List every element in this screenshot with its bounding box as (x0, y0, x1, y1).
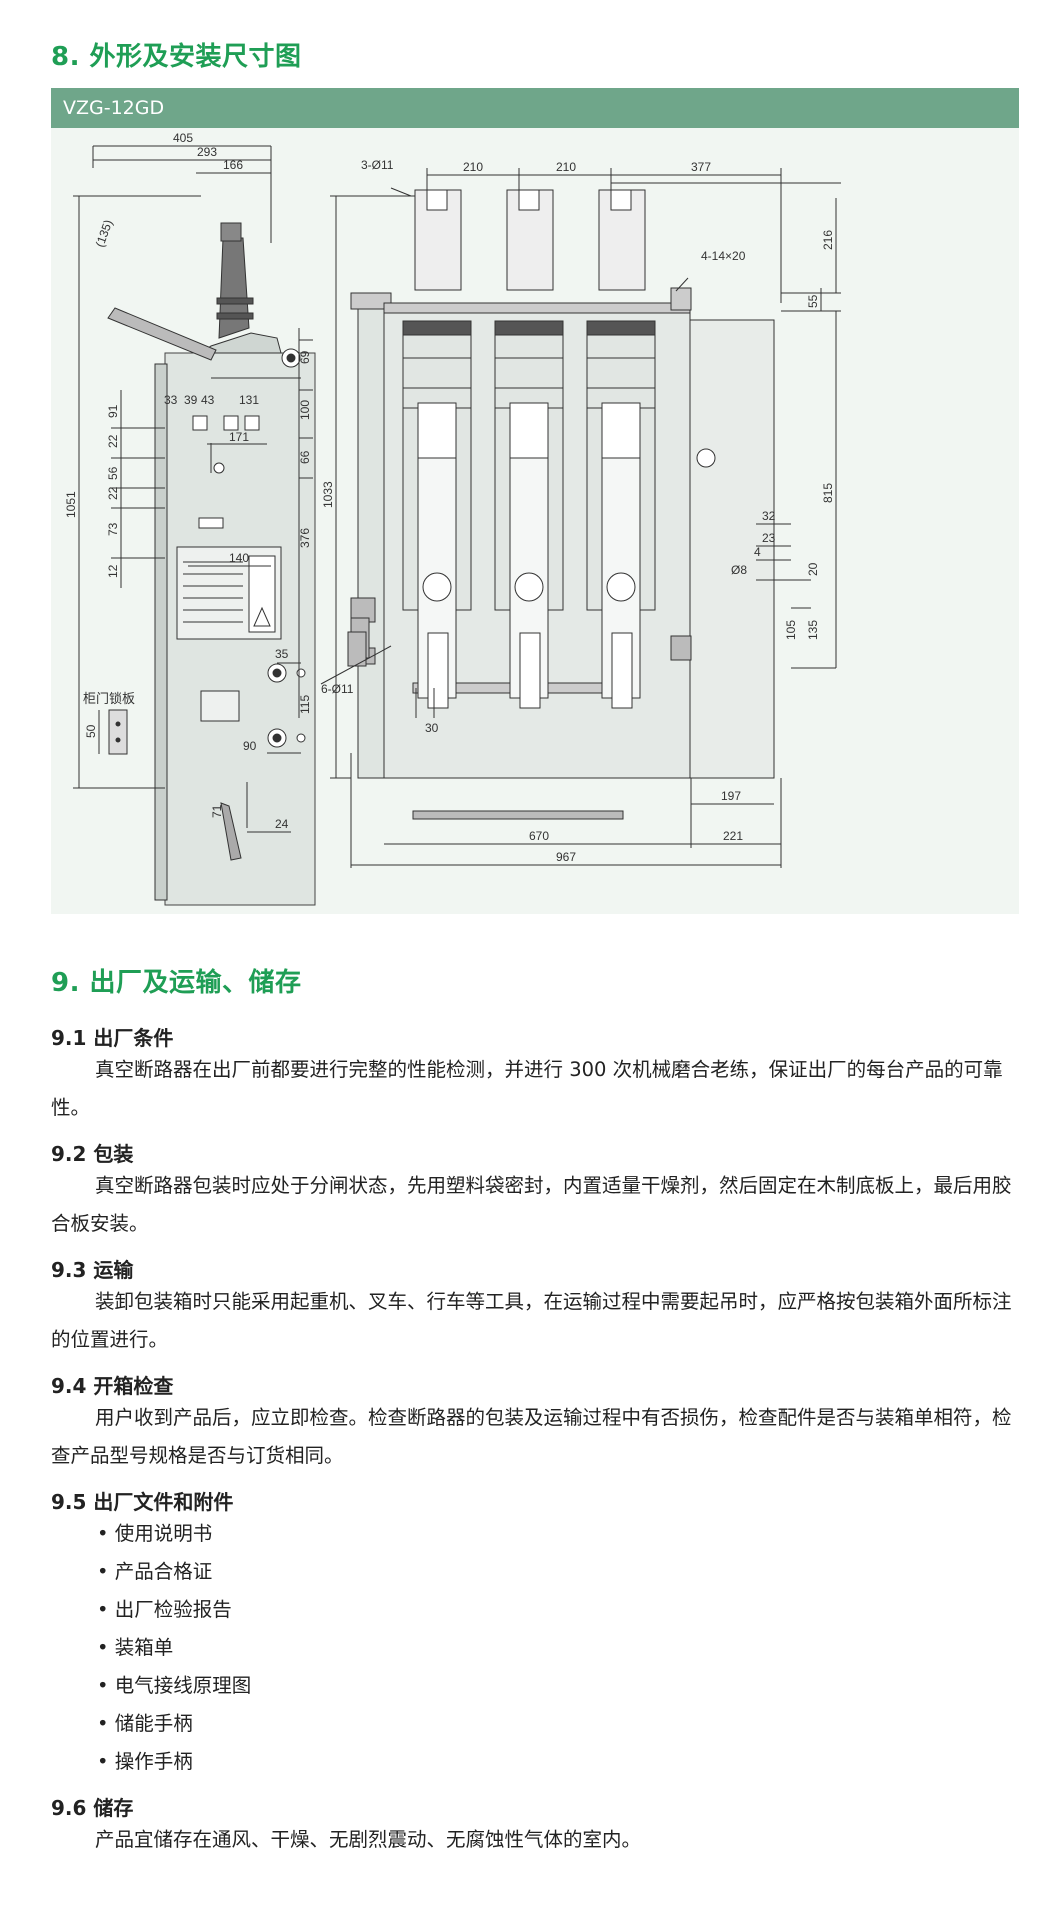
list-item: 装箱单 (97, 1629, 251, 1667)
dim-135: 135 (806, 620, 820, 640)
dim-131: 131 (239, 393, 259, 407)
dim-140: 140 (229, 551, 249, 565)
dim-30: 30 (425, 721, 439, 735)
list-item: 操作手柄 (97, 1743, 251, 1781)
text-9-4: 用户收到产品后，应立即检查。检查断路器的包装及运输过程中有否损伤，检查配件是否与… (51, 1406, 1012, 1467)
dim-69: 69 (298, 350, 312, 364)
dim-32: 32 (762, 509, 776, 523)
list-item: 产品合格证 (97, 1553, 251, 1591)
dim-20: 20 (806, 562, 820, 576)
list-item: 电气接线原理图 (97, 1667, 252, 1705)
dim-197: 197 (721, 789, 741, 803)
attachment-list: 使用说明书 产品合格证 出厂检验报告 装箱单 电气接线原理图 储能手柄 操作手柄 (97, 1515, 252, 1781)
dim-23: 23 (762, 531, 776, 545)
dim-221: 221 (723, 829, 743, 843)
text-9-3: 装卸包装箱时只能采用起重机、叉车、行车等工具，在运输过程中需要起吊时，应严格按包… (51, 1290, 1012, 1351)
dim-1051: 1051 (64, 491, 78, 518)
dim-22a: 22 (106, 434, 120, 448)
section-9-title: 9. 出厂及运输、储存 (51, 968, 302, 998)
dim-4: 4 (754, 545, 761, 559)
dim-3-holes: 3-Ø11 (361, 158, 394, 172)
door-lock-label: 柜门锁板 (83, 691, 135, 706)
dim-22b: 22 (106, 486, 120, 500)
dim-73: 73 (106, 522, 120, 536)
text-9-6: 产品宜储存在通风、干燥、无剧烈震动、无腐蚀性气体的室内。 (95, 1828, 642, 1851)
dim-39: 39 (184, 393, 198, 407)
dim-90: 90 (243, 739, 257, 753)
heading-9-4: 9.4 开箱检查 (51, 1374, 174, 1398)
text-9-2: 真空断路器包装时应处于分闸状态，先用塑料袋密封，内置适量干燥剂，然后固定在木制底… (51, 1174, 1012, 1235)
dim-66: 66 (298, 450, 312, 464)
dim-33: 33 (164, 393, 178, 407)
dim-293: 293 (197, 145, 217, 159)
dim-815: 815 (821, 483, 835, 503)
model-bar: VZG-12GD (51, 88, 1019, 128)
dim-56: 56 (106, 466, 120, 480)
dimension-drawing: 405 293 166 (135) 33 39 43 131 91 22 56 … (51, 128, 1019, 914)
dim-4-slots: 4-14×20 (701, 249, 746, 263)
dim-24: 24 (275, 817, 289, 831)
dim-670: 670 (529, 829, 549, 843)
dim-210b: 210 (556, 160, 576, 174)
list-item: 出厂检验报告 (97, 1591, 251, 1629)
dim-6-holes: 6-Ø11 (321, 682, 354, 696)
heading-9-2: 9.2 包装 (51, 1142, 134, 1166)
dim-91: 91 (106, 404, 120, 418)
dim-50: 50 (84, 724, 98, 738)
dim-35: 35 (275, 647, 289, 661)
text-9-1: 真空断路器在出厂前都要进行完整的性能检测，并进行 300 次机械磨合老练，保证出… (51, 1058, 1003, 1119)
dim-135-angle: (135) (93, 218, 116, 249)
list-item: 使用说明书 (97, 1515, 251, 1553)
list-item: 储能手柄 (97, 1705, 251, 1743)
dim-43: 43 (201, 393, 215, 407)
dim-376: 376 (298, 528, 312, 548)
dim-phi8: Ø8 (731, 563, 747, 577)
heading-9-5: 9.5 出厂文件和附件 (51, 1490, 234, 1514)
heading-9-1: 9.1 出厂条件 (51, 1026, 174, 1050)
dim-1033: 1033 (321, 481, 335, 508)
dim-55: 55 (806, 294, 820, 308)
dimension-drawing-svg: 405 293 166 (135) 33 39 43 131 91 22 56 … (64, 131, 841, 906)
dim-216: 216 (821, 230, 835, 250)
dim-377: 377 (691, 160, 711, 174)
dim-105: 105 (784, 620, 798, 640)
dim-166: 166 (223, 158, 243, 172)
dim-12: 12 (106, 564, 120, 578)
heading-9-6: 9.6 储存 (51, 1796, 134, 1820)
dim-171: 171 (229, 430, 249, 444)
dim-967: 967 (556, 850, 576, 864)
dim-210a: 210 (463, 160, 483, 174)
heading-9-3: 9.3 运输 (51, 1258, 134, 1282)
dim-71: 71 (210, 804, 224, 818)
dim-405: 405 (173, 131, 193, 145)
section-8-title: 8. 外形及安装尺寸图 (51, 42, 302, 72)
dim-100: 100 (298, 400, 312, 420)
dim-115: 115 (298, 695, 312, 714)
